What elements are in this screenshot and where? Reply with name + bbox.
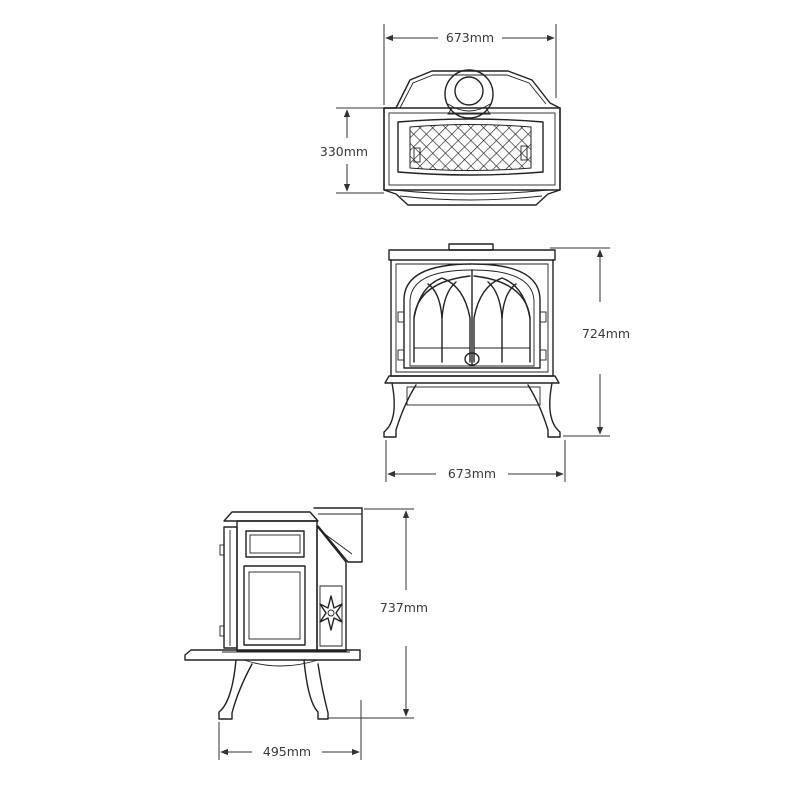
stove-side-outline [184,507,363,720]
side-depth-label: 495mm [263,744,311,759]
top-width-label: 673mm [446,30,494,45]
side-height-label: 737mm [380,600,428,615]
front-height-label: 724mm [582,326,630,341]
top-width-dimension: 673mm [383,24,557,105]
side-height-dimension: 737mm [328,508,428,719]
front-view: 724mm 673mm [383,243,630,482]
stove-front-outline [383,243,561,438]
stove-top-outline [383,70,561,206]
side-depth-dimension: 495mm [218,700,362,760]
front-width-dimension: 673mm [385,440,566,482]
top-depth-label: 330mm [320,144,368,159]
top-view: 673mm 330mm [320,24,561,206]
top-depth-dimension: 330mm [320,107,384,194]
flue-collar [444,69,494,119]
front-width-label: 673mm [448,466,496,481]
star-ornament-icon [319,595,343,631]
side-view: 737mm 495mm [184,507,428,760]
front-height-dimension: 724mm [550,247,630,437]
